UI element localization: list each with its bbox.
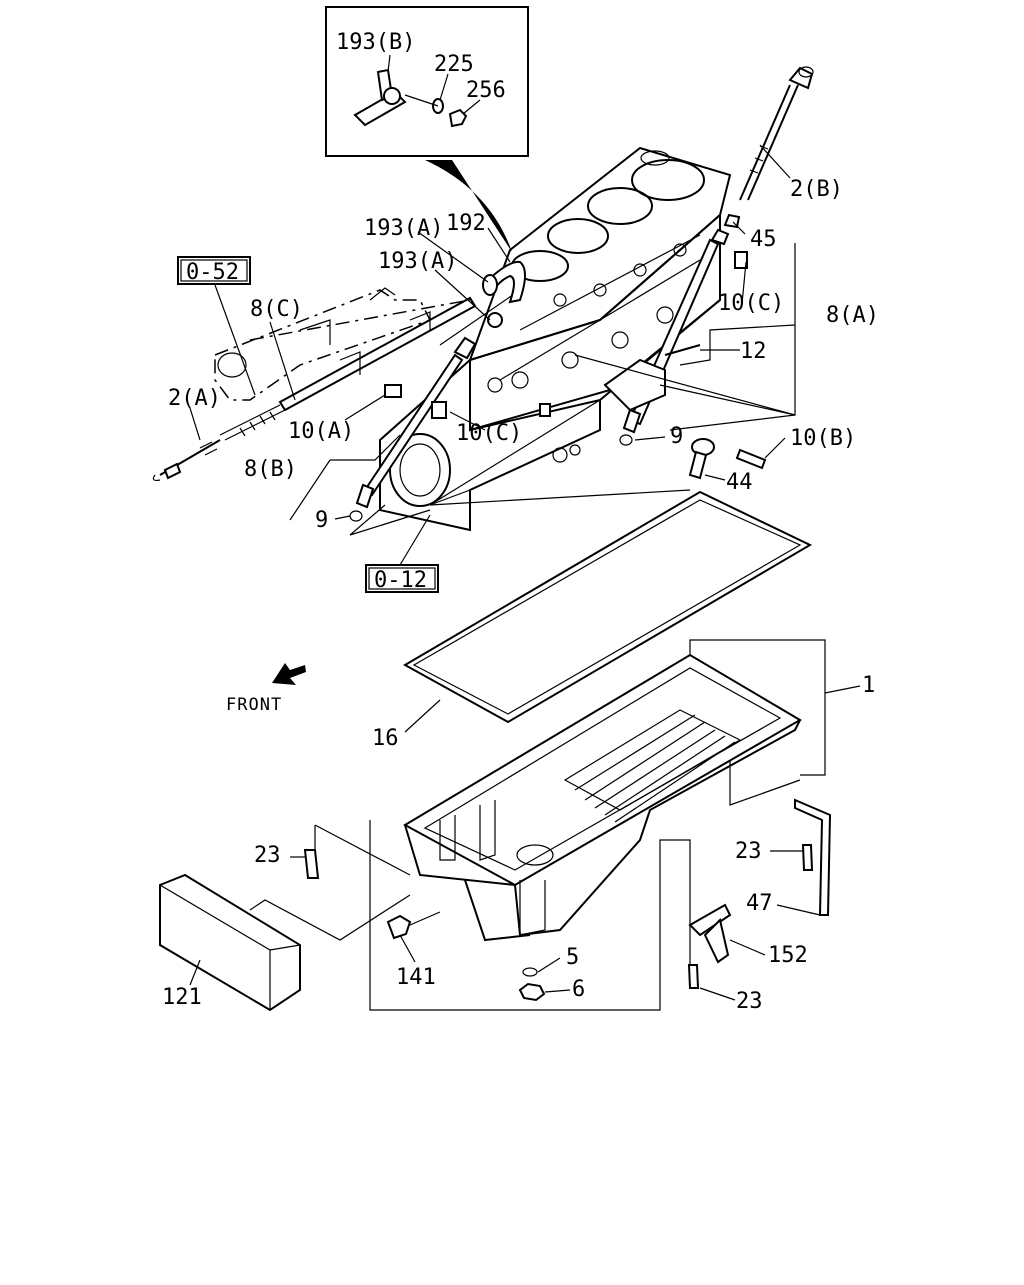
callout-9-upper: 9 xyxy=(670,424,683,449)
ref-box-0-52[interactable]: 0-52 xyxy=(177,256,251,285)
oil-pan-gasket-16 xyxy=(402,490,813,724)
front-label: FRONT xyxy=(226,695,282,715)
callout-9-lower: 9 xyxy=(315,508,328,533)
callout-5: 5 xyxy=(566,945,579,970)
oil-hose-192 xyxy=(482,260,526,328)
callout-47: 47 xyxy=(746,891,773,916)
leader-lines xyxy=(189,144,861,1011)
callout-192: 192 xyxy=(446,211,486,236)
inset-label-193b: 193(B) xyxy=(336,30,415,55)
strainer-121 xyxy=(159,873,301,1012)
ref-box-0-12[interactable]: 0-12 xyxy=(365,564,439,593)
callout-8a: 8(A) xyxy=(826,303,879,328)
callout-193a-lower: 193(A) xyxy=(378,249,457,274)
callout-10c-upper: 10(C) xyxy=(718,291,784,316)
ref-label-0-52: 0-52 xyxy=(186,260,239,285)
callout-23-bottom: 23 xyxy=(736,989,763,1014)
oil-pan-1 xyxy=(402,653,802,942)
callout-23-left: 23 xyxy=(254,843,281,868)
callout-23-right: 23 xyxy=(735,839,762,864)
callout-141: 141 xyxy=(396,965,436,990)
callout-16: 16 xyxy=(372,726,399,751)
callout-2a: 2(A) xyxy=(168,386,221,411)
callout-8c: 8(C) xyxy=(250,297,303,322)
callout-10c-lower: 10(C) xyxy=(456,421,522,446)
callout-193a-upper: 193(A) xyxy=(364,216,443,241)
rail-bracket xyxy=(214,287,471,401)
callout-121: 121 xyxy=(162,985,202,1010)
bracket-152 xyxy=(688,903,732,964)
callout-45: 45 xyxy=(750,227,777,252)
callout-2b: 2(B) xyxy=(790,177,843,202)
drain-parts xyxy=(518,967,546,1002)
callout-152: 152 xyxy=(768,943,808,968)
inset-label-225: 225 xyxy=(434,52,474,77)
callout-labels: 2(B) 45 193(A) 192 193(A) 10(C) 8(A) 8(C… xyxy=(162,177,879,1014)
bolt-44 xyxy=(688,438,715,480)
callout-1: 1 xyxy=(862,673,875,698)
bolts-group xyxy=(384,251,767,470)
ref-label-0-12: 0-12 xyxy=(374,568,427,593)
inset-detail: 193(B) 225 256 xyxy=(325,6,529,157)
callout-10a: 10(A) xyxy=(288,419,354,444)
callout-6: 6 xyxy=(572,977,585,1002)
front-indicator: FRONT xyxy=(226,663,306,715)
callout-10b: 10(B) xyxy=(790,426,856,451)
inset-label-256: 256 xyxy=(466,78,506,103)
bracket-12 xyxy=(603,344,701,412)
callout-44: 44 xyxy=(726,470,753,495)
callout-12: 12 xyxy=(740,339,767,364)
callout-8b: 8(B) xyxy=(244,457,297,482)
engine-block xyxy=(379,146,732,532)
lower-bolts xyxy=(303,844,814,989)
dipstick-guide-8b xyxy=(355,336,477,509)
